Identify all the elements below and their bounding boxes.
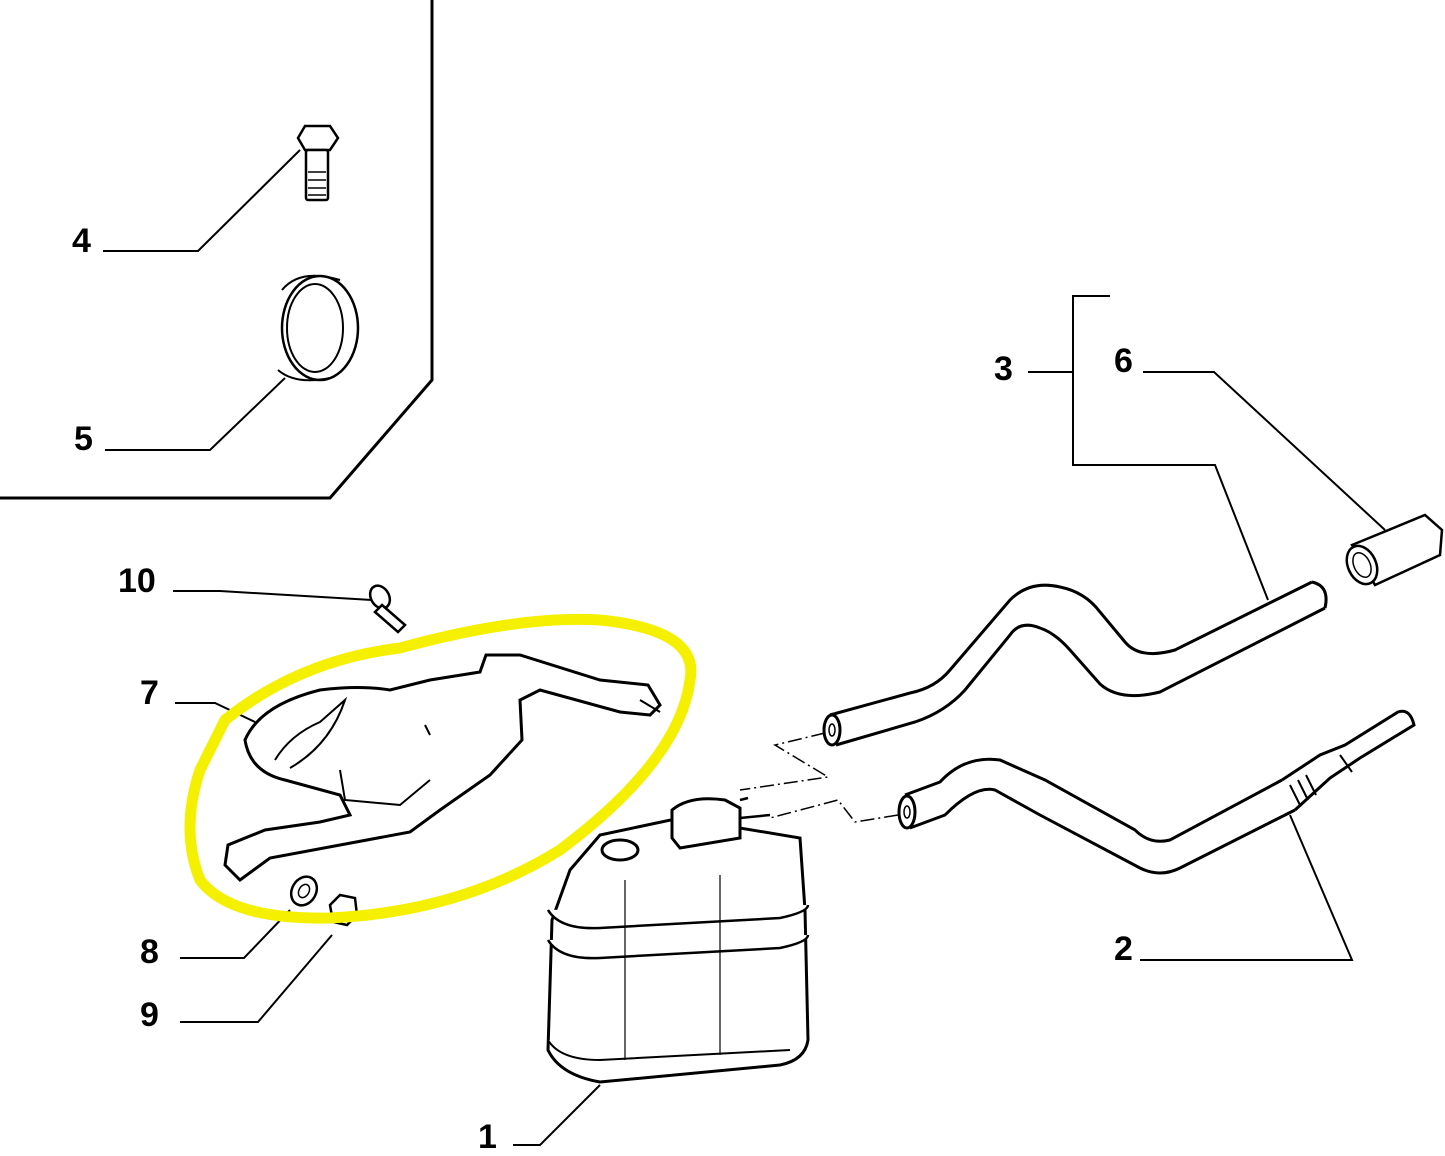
callout-3: 3 <box>994 350 1013 388</box>
callout-7: 7 <box>140 674 159 712</box>
callout-1: 1 <box>478 1118 497 1156</box>
lower-hose-icon <box>897 709 1416 875</box>
leader-line-1 <box>513 1084 601 1146</box>
bracket-group-3 <box>1028 295 1269 601</box>
leader-line-5 <box>105 377 286 451</box>
callout-2: 2 <box>1114 930 1133 968</box>
leader-line-6 <box>1143 371 1386 531</box>
callout-4: 4 <box>72 222 91 260</box>
callout-8: 8 <box>140 933 159 971</box>
upper-hose-icon <box>822 580 1328 747</box>
washer-icon <box>289 875 319 907</box>
inset-panel-border <box>0 0 434 500</box>
assembly-dash-lines <box>739 732 899 823</box>
leader-line-9 <box>180 934 333 1023</box>
leader-line-2 <box>1140 814 1354 961</box>
hose-clamp-icon <box>277 274 360 382</box>
leader-line-8 <box>180 909 291 959</box>
hex-bolt-icon <box>296 124 340 202</box>
leader-line-10 <box>173 590 373 601</box>
bolt-10-icon <box>368 584 407 634</box>
leader-line-4 <box>103 149 301 252</box>
leader-line-7 <box>175 702 256 723</box>
hose-fitting-icon <box>1345 513 1444 587</box>
mounting-bracket-icon <box>223 653 662 882</box>
carbon-canister-icon <box>546 796 810 1084</box>
callout-5: 5 <box>74 420 93 458</box>
callout-10: 10 <box>118 562 156 600</box>
highlight-ellipse <box>184 613 697 924</box>
callout-6: 6 <box>1114 342 1133 380</box>
callout-9: 9 <box>140 996 159 1034</box>
